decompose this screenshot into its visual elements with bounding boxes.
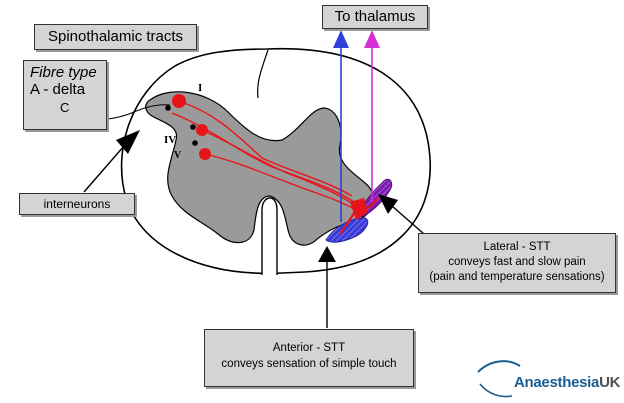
lamina-label-v: V bbox=[174, 150, 182, 161]
neuron-lamina-i bbox=[172, 94, 186, 108]
anterior-median-fissure bbox=[261, 197, 278, 275]
logo-suffix: UK bbox=[599, 374, 621, 391]
interneuron-dot bbox=[192, 140, 198, 146]
posterior-median-septum bbox=[257, 49, 269, 99]
second-order-neuron bbox=[350, 198, 368, 220]
fibre-type-box: Fibre type A - delta C bbox=[23, 60, 107, 130]
lateral-stt-label: Lateral - STT conveys fast and slow pain… bbox=[418, 233, 616, 293]
arrowhead-blue bbox=[333, 30, 349, 48]
anterior-stt-desc: conveys sensation of simple touch bbox=[221, 358, 397, 370]
anterior-pointer-head bbox=[318, 246, 336, 262]
interneuron-dot bbox=[165, 105, 171, 111]
anterior-stt-label: Anterior - STT conveys sensation of simp… bbox=[204, 329, 414, 387]
logo-swoosh bbox=[479, 383, 513, 398]
logo-text: AnaesthesiaUK bbox=[514, 374, 620, 391]
anterior-stt-tract bbox=[325, 217, 369, 243]
lateral-pointer-head bbox=[378, 194, 398, 214]
lateral-stt-desc: conveys fast and slow pain bbox=[448, 256, 586, 268]
lateral-stt-title: Lateral - STT bbox=[483, 241, 551, 253]
lateral-stt-detail: (pain and temperature sensations) bbox=[429, 271, 605, 283]
neuron-lamina-iv bbox=[196, 124, 208, 136]
neuron-lamina-v bbox=[199, 148, 211, 160]
anaesthesia-uk-logo: AnaesthesiaUK bbox=[476, 360, 621, 400]
interneurons-label: interneurons bbox=[19, 193, 135, 215]
lamina-label-i: I bbox=[198, 82, 202, 94]
fibre-c: C bbox=[60, 100, 70, 115]
arrowhead-magenta bbox=[364, 30, 380, 48]
interneuron-dot bbox=[190, 124, 196, 130]
interneurons-pointer-head bbox=[116, 130, 140, 154]
interneurons-pointer-shaft bbox=[83, 145, 125, 193]
logo-swoosh bbox=[477, 360, 521, 373]
diagram-title: Spinothalamic tracts bbox=[34, 24, 197, 50]
fibre-type-heading: Fibre type bbox=[30, 64, 97, 81]
anterior-stt-title: Anterior - STT bbox=[272, 342, 346, 354]
lamina-label-iv: IV bbox=[164, 134, 176, 146]
fibre-a-delta: A - delta bbox=[30, 81, 86, 98]
logo-main: Anaesthesia bbox=[514, 374, 600, 391]
lateral-pointer-shaft bbox=[391, 205, 425, 235]
to-thalamus-label: To thalamus bbox=[322, 5, 428, 29]
